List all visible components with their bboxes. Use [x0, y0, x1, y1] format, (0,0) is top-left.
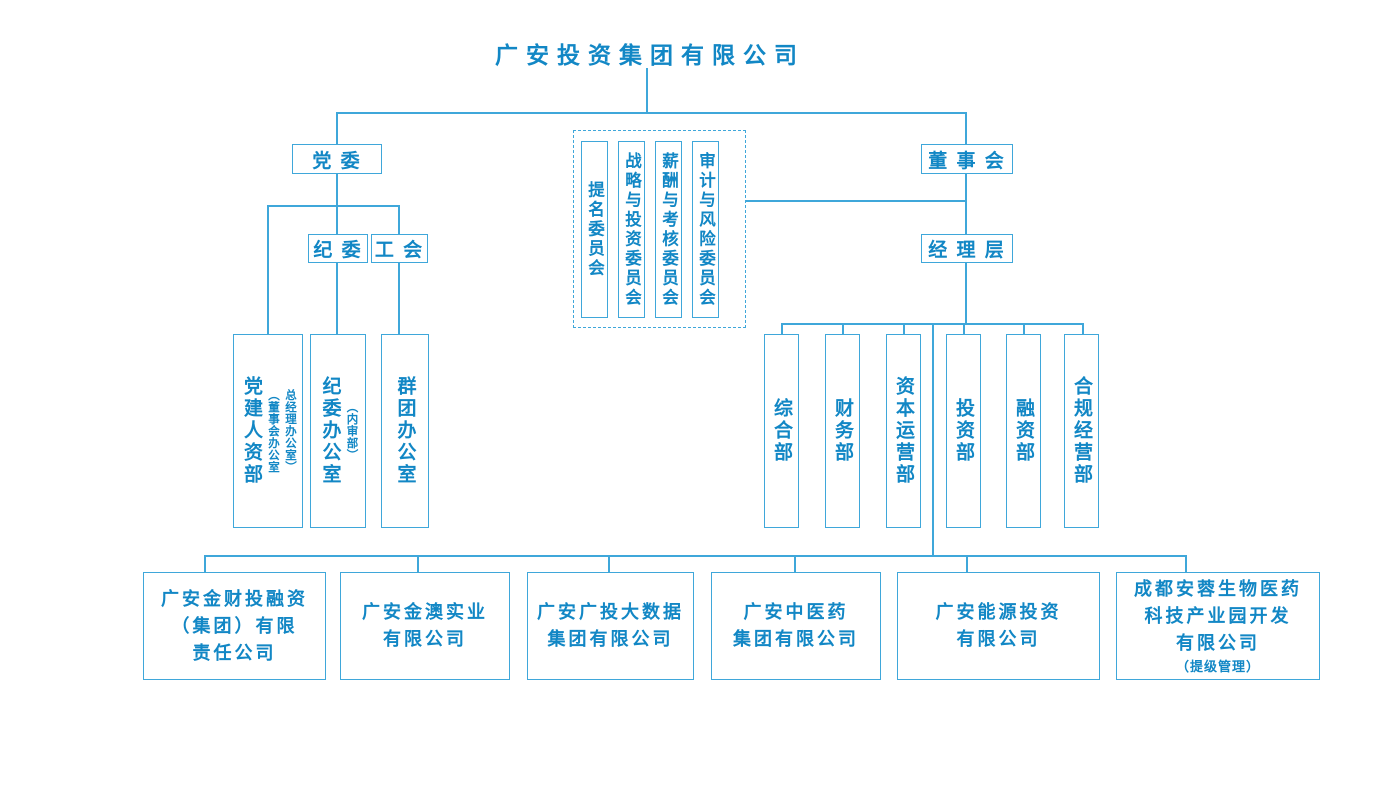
node-party-committee: 党 委 [292, 144, 382, 174]
subsidiary-name-line: （集团）有限 [171, 615, 298, 636]
connector-discipline-to-office [336, 263, 338, 334]
subsidiary-jinao-industrial: 广安金澳实业 有限公司 [340, 572, 510, 680]
subsidiary-name-line: 集团有限公司 [547, 629, 674, 649]
dept-investment: 投资部 [946, 334, 981, 528]
subsidiary-jincai-investment: 广安金财投融资 （集团）有限 责任公司 [143, 572, 326, 680]
connector-party-to-discipline [336, 174, 338, 234]
connector-drop-subsidiary-4 [794, 555, 796, 572]
connector-drop-subsidiary-3 [608, 555, 610, 572]
connector-drop-subsidiary-2 [417, 555, 419, 572]
node-management-label: 经 理 层 [928, 240, 1006, 261]
connector-drop-finance-dept [842, 323, 844, 334]
dept-note-gm-office: 总经理办公室） [284, 389, 296, 473]
dept-party-building-hr-label: 党建人资部 [241, 376, 262, 486]
connector-to-party-committee [336, 112, 338, 144]
connector-to-labor-union [398, 205, 400, 234]
dept-mass-org-office-label: 群团办公室 [394, 376, 416, 486]
connector-to-party-building-dept [267, 205, 269, 334]
connector-management-drop [965, 263, 967, 323]
dept-investment-label: 投资部 [953, 398, 974, 464]
dept-financing: 融资部 [1006, 334, 1041, 528]
subsidiary-name-line: 有限公司 [383, 629, 467, 649]
connector-drop-general-dept [781, 323, 783, 334]
dept-note-board-office: （董事会办公室 [267, 389, 279, 473]
connector-board-to-management [965, 174, 967, 234]
dept-note-internal-audit: （内审部） [345, 401, 358, 461]
connector-drop-subsidiary-1 [204, 555, 206, 572]
dept-mass-org-office: 群团办公室 [381, 334, 429, 528]
dept-party-building-hr: 党建人资部 （董事会办公室 总经理办公室） [233, 334, 303, 528]
committee-nomination-label: 提名委员会 [585, 180, 604, 279]
org-title: 广安投资集团有限公司 [495, 42, 805, 68]
subsidiary-big-data-group: 广安广投大数据 集团有限公司 [527, 572, 694, 680]
committee-strategy-investment-label: 战略与投资委员会 [622, 151, 641, 308]
committee-compensation-assessment-label: 薪酬与考核委员会 [659, 151, 678, 308]
connector-title-drop [646, 68, 648, 112]
dept-finance: 财务部 [825, 334, 860, 528]
subsidiary-name-line: 广安金财投融资 [161, 588, 308, 609]
committee-compensation-assessment: 薪酬与考核委员会 [655, 141, 682, 318]
committee-nomination: 提名委员会 [581, 141, 608, 318]
committee-strategy-investment: 战略与投资委员会 [618, 141, 645, 318]
node-labor-union-label: 工 会 [374, 240, 425, 261]
connector-subsidiary-bus [204, 555, 1187, 557]
node-discipline-committee-label: 纪 委 [313, 240, 363, 261]
dept-party-building-hr-notes: （董事会办公室 总经理办公室） [265, 389, 298, 473]
connector-top-bus [336, 112, 967, 114]
connector-party-branch-bus [267, 205, 400, 207]
dept-capital-operations-label: 资本运营部 [893, 376, 914, 486]
subsidiary-name-line: 广安中医药 [743, 602, 849, 622]
connector-drop-compliance-dept [1082, 323, 1084, 334]
subsidiary-biomedicine-park: 成都安蓉生物医药 科技产业园开发 有限公司 （提级管理） [1116, 572, 1320, 680]
connector-drop-capital-dept [903, 323, 905, 334]
subsidiary-tcm-group: 广安中医药 集团有限公司 [711, 572, 881, 680]
subsidiary-name-line: 成都安蓉生物医药 [1134, 578, 1302, 599]
connector-drop-financing-dept [1023, 323, 1025, 334]
dept-compliance-operations: 合规经营部 [1064, 334, 1099, 528]
subsidiary-name-line: 广安金澳实业 [362, 602, 488, 622]
subsidiary-name-line: 广安能源投资 [935, 602, 1062, 622]
node-discipline-committee: 纪 委 [308, 234, 368, 263]
node-board: 董 事 会 [921, 144, 1013, 174]
subsidiary-name-line: 广安广投大数据 [537, 602, 684, 622]
subsidiary-name-line: 有限公司 [956, 629, 1041, 649]
subsidiary-energy-investment: 广安能源投资 有限公司 [897, 572, 1100, 680]
dept-general: 综合部 [764, 334, 799, 528]
dept-capital-operations: 资本运营部 [886, 334, 921, 528]
node-board-label: 董 事 会 [928, 150, 1006, 172]
dept-financing-label: 融资部 [1013, 398, 1034, 464]
subsidiary-management-note: （提级管理） [1175, 658, 1260, 674]
node-party-committee-label: 党 委 [312, 150, 362, 172]
dept-discipline-office: 纪委办公室 （内审部） [310, 334, 366, 528]
board-committees-group: 提名委员会 战略与投资委员会 薪酬与考核委员会 审计与风险委员会 [573, 130, 746, 328]
subsidiary-name-line: 责任公司 [192, 642, 277, 663]
subsidiary-name-line: 集团有限公司 [733, 629, 859, 649]
dept-discipline-office-label: 纪委办公室 [319, 376, 341, 486]
dept-general-label: 综合部 [771, 398, 792, 464]
connector-drop-subsidiary-6 [1185, 555, 1187, 572]
subsidiary-name-line: 科技产业园开发 [1144, 605, 1292, 626]
node-labor-union: 工 会 [371, 234, 428, 263]
connector-drop-investment-dept [963, 323, 965, 334]
connector-committees-to-board [746, 200, 966, 202]
dept-finance-label: 财务部 [832, 398, 853, 464]
connector-drop-subsidiary-5 [966, 555, 968, 572]
committee-audit-risk-label: 审计与风险委员会 [696, 151, 715, 308]
connector-subsidiary-riser [932, 323, 934, 555]
subsidiary-name-line: 有限公司 [1176, 632, 1260, 653]
committee-audit-risk: 审计与风险委员会 [692, 141, 719, 318]
dept-compliance-operations-label: 合规经营部 [1071, 376, 1092, 486]
node-management: 经 理 层 [921, 234, 1013, 263]
connector-union-to-office [398, 263, 400, 334]
connector-to-board [965, 112, 967, 144]
